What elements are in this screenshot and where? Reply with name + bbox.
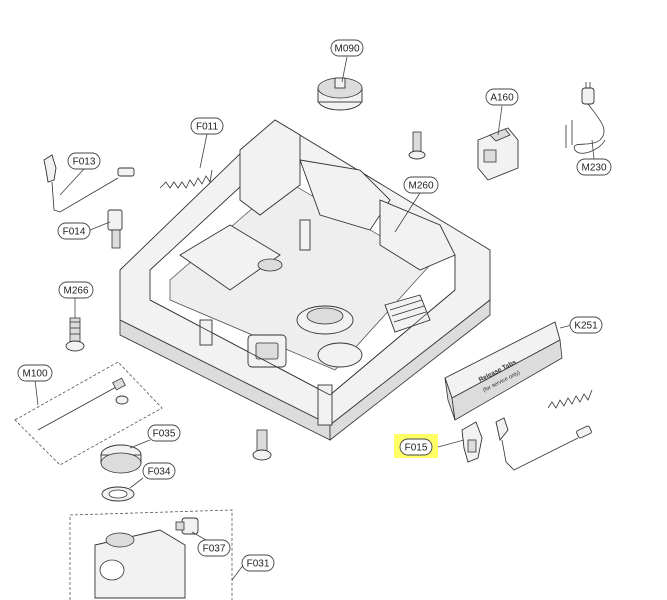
label-f014: F014 [63, 227, 86, 238]
part-f011-spring [159, 169, 213, 189]
part-f015-latch [461, 417, 592, 471]
part-f035-cap [100, 444, 142, 474]
label-m100: M100 [22, 369, 47, 380]
callout-f037: F037 [197, 539, 231, 557]
callout-f014: F014 [57, 222, 91, 240]
callout-m260: M260 [403, 176, 439, 194]
part-m266-leg [65, 317, 85, 352]
leader-lines [34, 56, 595, 581]
callout-f035: F035 [147, 424, 181, 442]
callout-m090: M090 [330, 39, 364, 57]
callout-f013: F013 [67, 152, 101, 170]
label-f037: F037 [203, 544, 226, 555]
part-m230-drawing [565, 82, 606, 154]
screw-bottom [252, 429, 272, 461]
part-k251-panel: Release Tabs (for service only) [444, 321, 563, 421]
part-f013-lever [43, 154, 135, 213]
label-f031: F031 [247, 559, 270, 570]
part-f014-latch [107, 209, 123, 249]
callout-m266: M266 [58, 281, 94, 299]
label-m230: M230 [581, 163, 606, 174]
base-frame [119, 119, 491, 441]
label-f013: F013 [73, 157, 96, 168]
part-f037-valve [175, 517, 199, 535]
callout-a160: A160 [485, 88, 519, 106]
callout-f011: F011 [190, 117, 224, 135]
callout-f015: F015 [394, 434, 438, 458]
label-a160: A160 [490, 93, 514, 104]
part-f034-ring [101, 486, 135, 502]
label-f011: F011 [196, 122, 218, 133]
label-f035: F035 [153, 429, 176, 440]
label-f015: F015 [405, 443, 428, 454]
label-k251: K251 [574, 321, 598, 332]
label-m090: M090 [334, 44, 359, 55]
callout-f034: F034 [142, 462, 176, 480]
callout-m230: M230 [576, 158, 612, 176]
screw-top [408, 131, 426, 160]
right-spring [547, 389, 593, 409]
callout-k251: K251 [569, 316, 603, 334]
part-m100-box [14, 361, 163, 466]
callout-m100: M100 [17, 364, 53, 382]
part-f031-tank [69, 509, 233, 600]
callout-f031: F031 [241, 554, 275, 572]
label-f034: F034 [148, 467, 171, 478]
part-m090-drawing [317, 77, 363, 111]
label-m266: M266 [63, 286, 88, 297]
part-a160-drawing [477, 127, 519, 181]
label-m260: M260 [408, 181, 433, 192]
